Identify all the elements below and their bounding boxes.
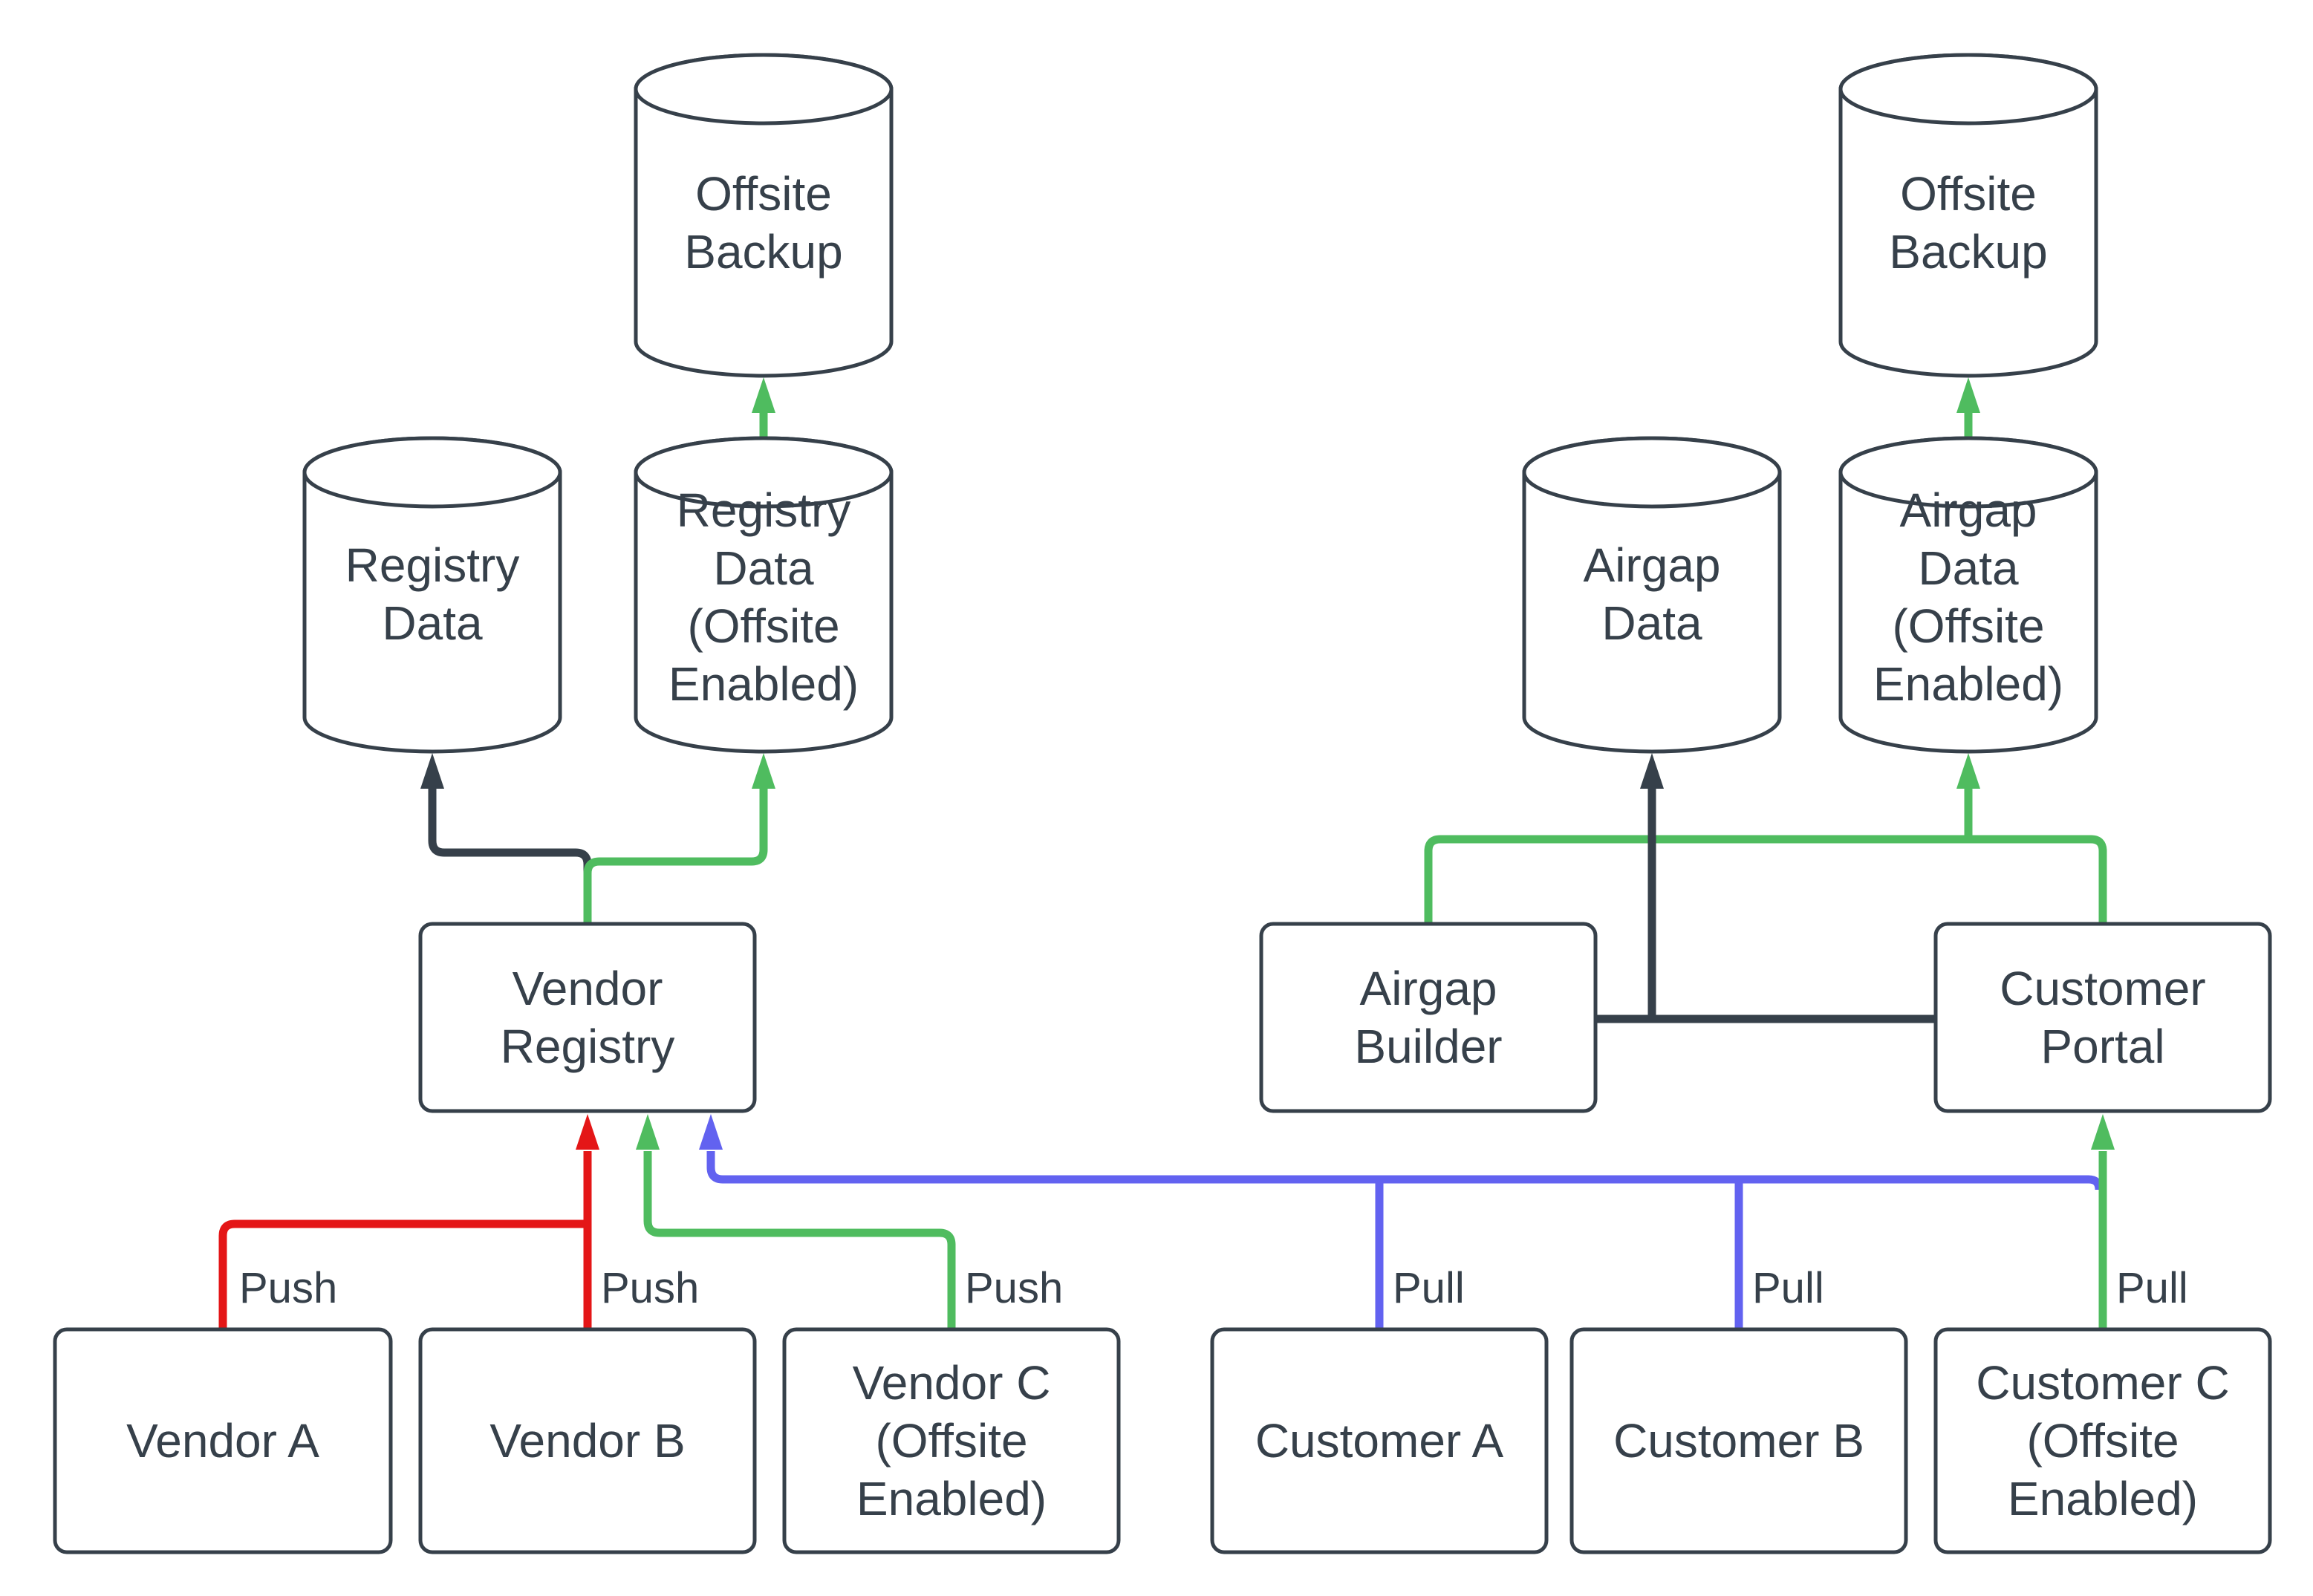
- cylinder-top: [634, 436, 894, 509]
- registry-data-cylinder: [302, 436, 562, 754]
- arrowhead-vendor-registry-blue: [699, 1114, 723, 1150]
- airgap-builder-box: [1259, 922, 1598, 1113]
- edge-vendor-c-push: [643, 1151, 956, 1331]
- vendor-registry-box: [418, 922, 757, 1113]
- edge-customer-portal-to-airgap-builder: [1424, 835, 2107, 925]
- arrowhead-vendor-registry-green: [636, 1114, 660, 1150]
- registry-data-offsite-cylinder: [634, 436, 894, 754]
- arrowhead-vendor-registry-red: [576, 1114, 599, 1150]
- arrowhead-registry-data-offsite: [752, 753, 775, 789]
- customer-portal-box: [1933, 922, 2272, 1113]
- edge-vendor-a-push: [218, 1219, 588, 1331]
- vendor-b-box: [418, 1327, 757, 1554]
- arrowhead-offsite-backup-left: [752, 377, 775, 413]
- cylinder-top: [1522, 436, 1782, 509]
- arrowhead-customer-portal-green: [2091, 1114, 2115, 1150]
- edge-customer-pull-bus: [706, 1151, 2104, 1191]
- cylinder-top: [1838, 53, 2098, 126]
- vendor-c-box: [782, 1327, 1121, 1554]
- cylinder-top: [634, 53, 894, 126]
- arrowhead-airgap-data-offsite: [1956, 753, 1980, 789]
- cylinder-top: [1838, 436, 2098, 509]
- airgap-data-cylinder: [1522, 436, 1782, 754]
- customer-c-box: [1933, 1327, 2272, 1554]
- cylinder-top: [302, 436, 562, 509]
- arrowhead-airgap-data: [1640, 753, 1664, 789]
- arrowhead-registry-data: [420, 753, 444, 789]
- offsite-backup-right-cylinder: [1838, 53, 2098, 378]
- offsite-backup-left-cylinder: [634, 53, 894, 378]
- vendor-a-box: [53, 1327, 393, 1554]
- edge-vendor-registry-to-registry-data-offsite: [583, 789, 768, 925]
- customer-a-box: [1210, 1327, 1549, 1554]
- arrowhead-offsite-backup-right: [1956, 377, 1980, 413]
- customer-b-box: [1569, 1327, 1908, 1554]
- edge-vendor-registry-to-registry-data: [428, 789, 592, 925]
- airgap-data-offsite-cylinder: [1838, 436, 2098, 754]
